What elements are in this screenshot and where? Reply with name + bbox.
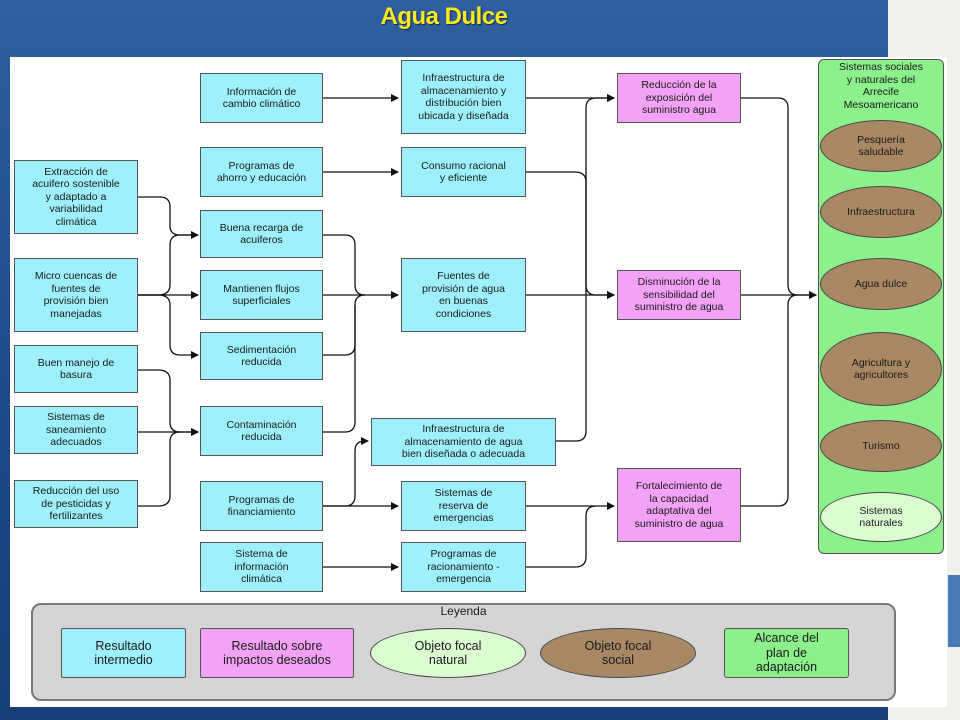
box-extraccion-acuifero: Extracción de acuifero sostenible y adap… [14,160,138,234]
box-micro-cuencas: Micro cuencas de fuentes de provisión bi… [14,258,138,332]
arrow-b3-scope [741,97,817,299]
arrow-b6-b7 [138,196,199,239]
box-reduccion-pesticidas: Reducción del uso de pesticidas y fertil… [14,480,138,528]
focal-sistemas-naturales: Sistemas naturales [820,492,942,542]
legend-intermediate: Resultado intermedio [61,628,186,678]
legend-title: Leyenda [440,604,487,618]
legend-impact: Resultado sobre impactos deseados [200,628,354,678]
focal-infraestructura: Infraestructura [820,186,942,238]
arrow-b8-b12 [138,294,199,359]
focal-agricultura: Agricultura y agricultores [820,332,942,406]
box-sistema-informacion-climatica: Sistema de información climática [200,542,323,592]
arrow-b20-scope [741,294,799,507]
box-infraestructura-almacenamiento-distribucion: Infraestructura de almacenamiento y dist… [401,60,526,134]
arrow-b17-b15 [138,431,181,507]
focal-pesqueria: Pesquería saludable [820,120,942,172]
legend-scope: Alcance del plan de adaptación [724,628,849,678]
focal-turismo: Turismo [820,420,942,472]
focal-agua-dulce: Agua dulce [820,258,942,310]
box-sedimentacion: Sedimentación reducida [200,332,323,380]
arrow-b16-b3 [556,94,615,442]
box-reduccion-exposicion: Reducción de la exposición del suministr… [617,73,741,123]
scope-title: Sistemas sociales y naturales del Arreci… [838,61,924,111]
arrow-b5-b11 [526,171,615,299]
box-sistemas-reserva: Sistemas de reserva de emergencias [401,481,526,531]
legend-social-focal: Objeto focal social [540,628,696,678]
box-fortalecimiento-capacidad: Fortalecimiento de la capacidad adaptati… [617,468,741,542]
arrow-b18-b16 [323,437,369,507]
box-programas-ahorro: Programas de ahorro y educación [200,147,323,197]
box-contaminacion: Contaminación reducida [200,406,323,456]
box-programas-financiamiento: Programas de financiamiento [200,481,323,531]
arrow-b12-b10 [323,294,366,356]
arrow-b7-b10 [323,234,366,296]
arrow-b8-b7 [138,234,198,296]
box-fuentes-provision: Fuentes de provisión de agua en buenas c… [401,258,526,332]
right-tab [948,575,960,647]
slide-title: Agua Dulce [380,3,508,30]
box-informacion-cambio: Información de cambio climático [200,73,323,123]
arrow-b15-b10 [323,305,356,433]
box-saneamiento: Sistemas de saneamiento adecuados [14,406,138,454]
box-flujos-superficiales: Mantienen flujos superficiales [200,270,323,320]
arrow-b13-b15 [138,369,199,436]
legend-natural-focal: Objeto focal natural [370,628,526,678]
box-consumo-racional: Consumo racional y eficiente [401,147,526,197]
box-disminucion-sensibilidad: Disminución de la sensibilidad del sumin… [617,270,741,320]
box-manejo-basura: Buen manejo de basura [14,345,138,393]
box-buena-recarga: Buena recarga de acuiferos [200,210,323,258]
box-programas-racionamiento: Programas de racionamiento - emergencia [401,542,526,592]
box-infraestructura-almacenamiento-agua: Infraestructura de almacenamiento de agu… [371,418,556,466]
arrow-b22-b20 [526,505,597,568]
